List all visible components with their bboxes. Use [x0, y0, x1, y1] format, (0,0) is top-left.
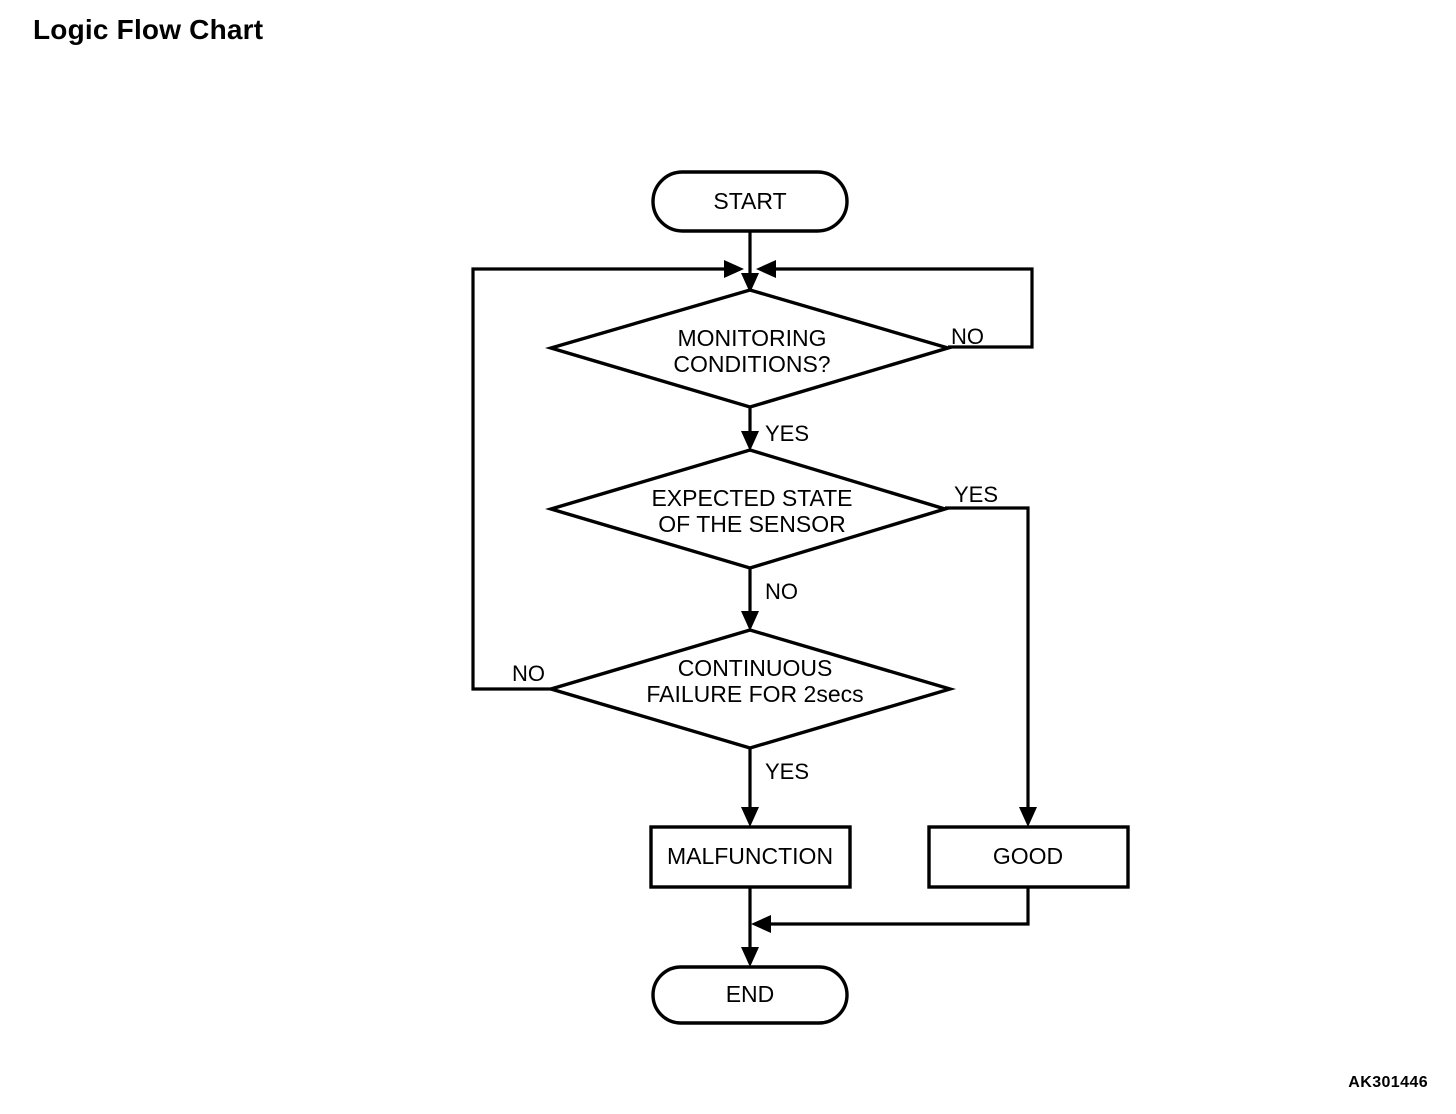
- edge-expected-yes-to-good: [945, 506, 1037, 827]
- node-good-label: GOOD: [993, 843, 1063, 869]
- node-start-label: START: [713, 188, 786, 214]
- edge-continuous-no-loop: [471, 260, 744, 691]
- edge-junction-to-monitoring: [741, 269, 759, 293]
- edge-monitoring-yes: [741, 407, 759, 451]
- edge-label-continuous-yes: YES: [765, 759, 809, 784]
- node-start[interactable]: START: [651, 170, 849, 233]
- edge-label-expected-no: NO: [765, 579, 798, 604]
- figure-code: AK301446: [1348, 1074, 1428, 1091]
- node-good[interactable]: GOOD: [927, 825, 1130, 889]
- node-continuous-failure[interactable]: CONTINUOUS FAILURE FOR 2secs: [545, 628, 957, 750]
- node-malfunction[interactable]: MALFUNCTION: [649, 825, 852, 889]
- node-end-label: END: [726, 981, 775, 1007]
- edge-label-monitoring-yes: YES: [765, 421, 809, 446]
- edge-expected-no: [741, 568, 759, 631]
- node-monitoring-label-line1: MONITORING: [677, 325, 826, 351]
- node-expected-state[interactable]: EXPECTED STATE OF THE SENSOR: [545, 448, 951, 570]
- node-continuous-label-line2: FAILURE FOR 2secs: [646, 681, 863, 707]
- edge-label-monitoring-no: NO: [951, 324, 984, 349]
- edge-malfunction-to-end: [741, 887, 759, 967]
- node-malfunction-label: MALFUNCTION: [667, 843, 833, 869]
- edge-monitoring-no-loop: [756, 260, 1034, 349]
- edge-label-continuous-no: NO: [512, 661, 545, 686]
- page-title: Logic Flow Chart: [33, 14, 264, 45]
- edge-continuous-yes-to-malfunction: [741, 748, 759, 827]
- edge-good-to-end: [751, 887, 1030, 933]
- node-expected-label-line1: EXPECTED STATE: [651, 485, 852, 511]
- node-end[interactable]: END: [651, 965, 849, 1025]
- node-monitoring-conditions[interactable]: MONITORING CONDITIONS?: [544, 288, 954, 409]
- node-monitoring-label-line2: CONDITIONS?: [673, 351, 830, 377]
- edge-label-expected-yes: YES: [954, 482, 998, 507]
- node-expected-label-line2: OF THE SENSOR: [658, 511, 845, 537]
- node-continuous-label-line1: CONTINUOUS: [678, 655, 833, 681]
